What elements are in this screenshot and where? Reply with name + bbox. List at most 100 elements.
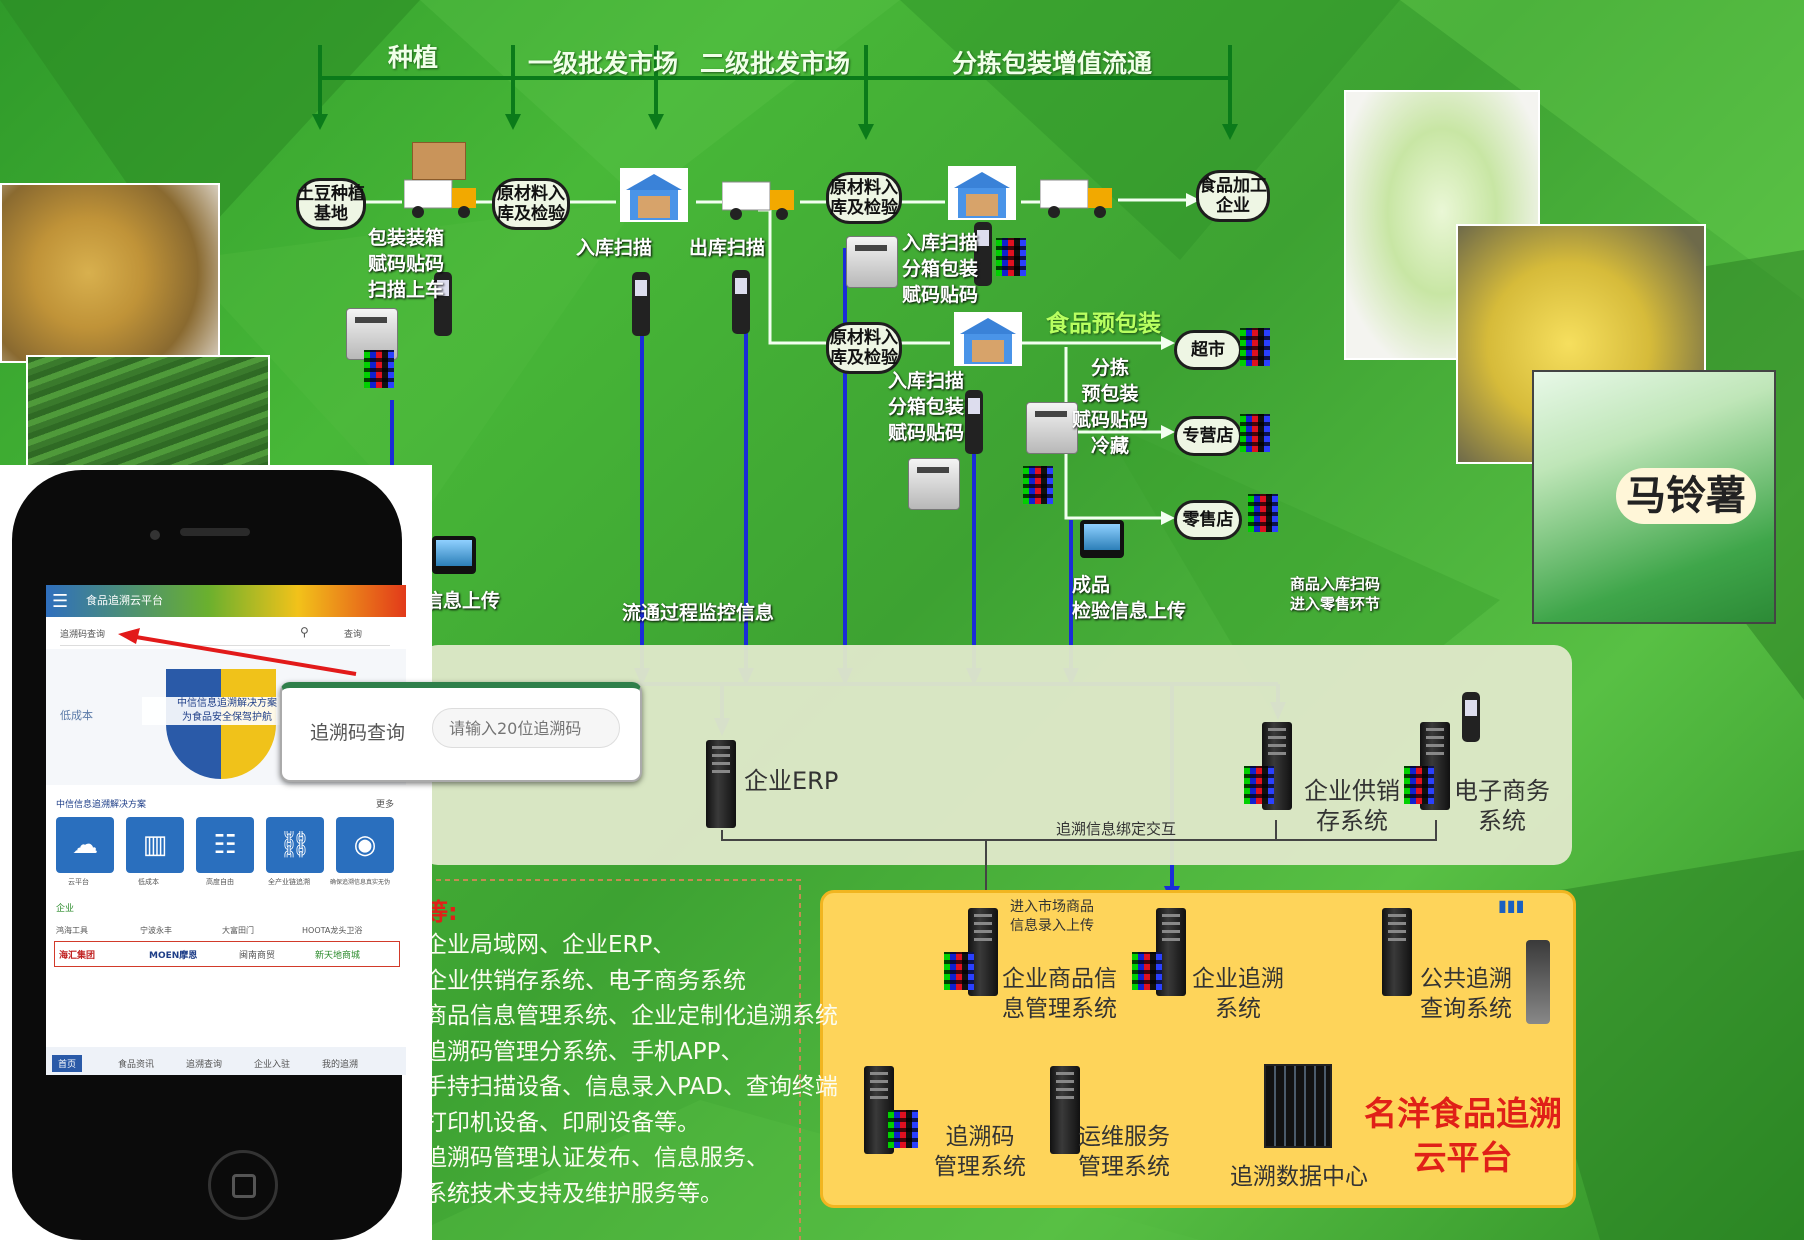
qr-code-icon	[1240, 414, 1270, 452]
site-name: 食品追溯云平台	[86, 594, 163, 607]
qr-code-icon	[888, 1110, 918, 1148]
hero-badge: 低成本	[60, 709, 93, 722]
list-item: 追溯码管理认证发布、信息服务、	[424, 1145, 769, 1171]
node-material-check-1: 原材料入 库及检验	[492, 178, 570, 230]
node-material-check-3: 原材料入 库及检验	[826, 322, 902, 374]
label-in-sort: 入库扫描 分箱包装 赋码贴码	[902, 232, 979, 306]
scanner-icon	[1462, 692, 1480, 742]
section-title-solutions: 中信信息追溯解决方案	[56, 800, 147, 810]
brand-logo[interactable]: 鸿海工具	[56, 926, 88, 935]
public-server-icon	[1382, 908, 1412, 996]
query-popup: 追溯码查询	[280, 682, 642, 782]
scanner-icon	[965, 390, 983, 454]
label-product-check: 成品 检验信息上传	[1072, 574, 1187, 622]
brand-logo[interactable]: 闽南商贸	[239, 951, 276, 961]
warehouse-icon	[954, 312, 1022, 366]
more-link[interactable]: 更多	[376, 800, 395, 810]
tab-join[interactable]: 企业入驻	[254, 1060, 291, 1070]
section-title-enterprise: 企业	[56, 904, 75, 914]
query-popup-label: 追溯码查询	[310, 722, 406, 744]
tile-label: 低成本	[138, 878, 159, 886]
link-icon[interactable]: ⛓	[266, 817, 324, 873]
scanner-icon	[434, 272, 452, 336]
qr-code-icon	[1404, 766, 1434, 804]
data-center-icon	[1264, 1064, 1332, 1148]
app-header: ☰ 食品追溯云平台	[46, 585, 406, 617]
kiosk-icon	[1526, 940, 1550, 1024]
erp-label: 企业ERP	[744, 767, 839, 795]
bar-chart-icon[interactable]: ▥	[126, 817, 184, 873]
list-item: 打印机设备、印刷设备等。	[424, 1109, 700, 1136]
code-mgmt-label: 追溯码 管理系统	[934, 1124, 1026, 1180]
brand-logo[interactable]: 大富田门	[222, 926, 254, 935]
component-list: 企业局域网、企业ERP、 企业供销存系统、电子商务系统 商品信息管理系统、企业定…	[424, 928, 838, 1212]
node-potato-base: 土豆种植 基地	[296, 178, 366, 230]
tab-news[interactable]: 食品资讯	[118, 1060, 155, 1070]
erp-server-icon	[706, 740, 736, 828]
tile-label: 高度自由	[206, 878, 234, 886]
qr-code-icon	[944, 952, 974, 990]
tab-home[interactable]: 首页	[52, 1055, 83, 1072]
phone-search-button[interactable]: 查询	[344, 630, 363, 640]
printer-icon	[1026, 402, 1078, 454]
label-retail-scan: 商品入库扫码 进入零售环节	[1290, 575, 1381, 613]
list-item: 追溯码管理分系统、手机APP、	[424, 1038, 744, 1065]
truck-icon	[722, 181, 794, 220]
tab-mine[interactable]: 我的追溯	[322, 1060, 359, 1070]
ecommerce-system-label: 电子商务 系统	[1454, 777, 1550, 835]
market-upload-label: 进入市场商品 信息录入上传	[1010, 899, 1094, 934]
potato-box-photo: 马铃薯	[1532, 370, 1776, 624]
phone-search-bar[interactable]: 追溯码查询 ⚲ 查询	[60, 621, 390, 646]
stage-label-planting: 种植	[388, 43, 439, 72]
brand-logo[interactable]: 宁波永丰	[140, 926, 172, 935]
qr-code-icon	[1244, 766, 1274, 804]
scanner-icon	[732, 270, 750, 334]
menu-icon[interactable]: ☰	[52, 591, 69, 612]
search-icon[interactable]: ⚲	[300, 625, 309, 639]
sliders-icon[interactable]: ☷	[196, 817, 254, 873]
tablet-icon	[432, 536, 476, 574]
label-pack-scan: 包装装箱 赋码贴码 扫描上车	[368, 227, 445, 301]
brand-logo[interactable]: HOOTA龙头卫浴	[302, 926, 363, 935]
printer-icon	[846, 236, 898, 288]
scanner-icon	[974, 222, 992, 286]
cloud-platform-panel	[820, 890, 1576, 1208]
label-sort-pack: 分拣 预包装 赋码贴码 冷藏	[1072, 357, 1149, 457]
node-material-check-2: 原材料入 库及检验	[826, 172, 902, 224]
public-query-label: 公共追溯 查询系统	[1420, 966, 1512, 1022]
qr-code-icon	[1023, 466, 1053, 504]
scanner-icon	[632, 272, 650, 336]
tile-label: 确保追溯信息真实无伪	[330, 879, 391, 886]
brand-logo[interactable]: MOEN摩恩	[149, 951, 198, 961]
qr-code-icon	[1240, 328, 1270, 366]
qr-code-icon	[364, 350, 394, 388]
boxes-icon	[412, 142, 466, 180]
stage-label-sorting: 分拣包装增值流通	[952, 49, 1153, 78]
query-input[interactable]	[432, 708, 620, 748]
list-item: 企业局域网、企业ERP、	[424, 932, 676, 958]
stage-label-wholesale-2: 二级批发市场	[700, 49, 851, 78]
goods-info-system-label: 企业商品信 息管理系统	[1002, 966, 1117, 1022]
warehouse-icon	[948, 166, 1016, 220]
brand-logo[interactable]: 海汇集团	[59, 951, 96, 961]
phone-search-label: 追溯码查询	[60, 630, 106, 640]
warehouse-icon	[620, 168, 688, 222]
supply-system-label: 企业供销 存系统	[1304, 777, 1400, 835]
label-in-sort-2: 入库扫描 分箱包装 赋码贴码	[888, 370, 965, 444]
list-item: 手持扫描设备、信息录入PAD、查询终端	[424, 1074, 838, 1100]
list-item: 系统技术支持及维护服务等。	[424, 1180, 723, 1207]
list-item: 商品信息管理系统、企业定制化追溯系统	[424, 1003, 838, 1029]
brand-row-highlight: 海汇集团 MOEN摩恩 闽南商贸 新天地商城	[54, 941, 400, 967]
trace-system-label: 企业追溯 系统	[1192, 966, 1284, 1022]
platform-brand: 名洋食品追溯 云平台	[1364, 1094, 1562, 1177]
label-out-scan: 出库扫描	[689, 237, 766, 259]
home-button[interactable]	[208, 1150, 278, 1220]
cloud-icon[interactable]: ☁	[56, 817, 114, 873]
qr-code-icon	[1132, 952, 1162, 990]
node-retail-store: 零售店	[1174, 500, 1242, 540]
tab-query[interactable]: 追溯查询	[186, 1060, 223, 1070]
brand-logo[interactable]: 新天地商城	[315, 951, 361, 961]
tablet-icon	[1080, 520, 1124, 558]
eye-icon[interactable]: ◉	[336, 817, 394, 873]
printer-icon	[908, 458, 960, 510]
